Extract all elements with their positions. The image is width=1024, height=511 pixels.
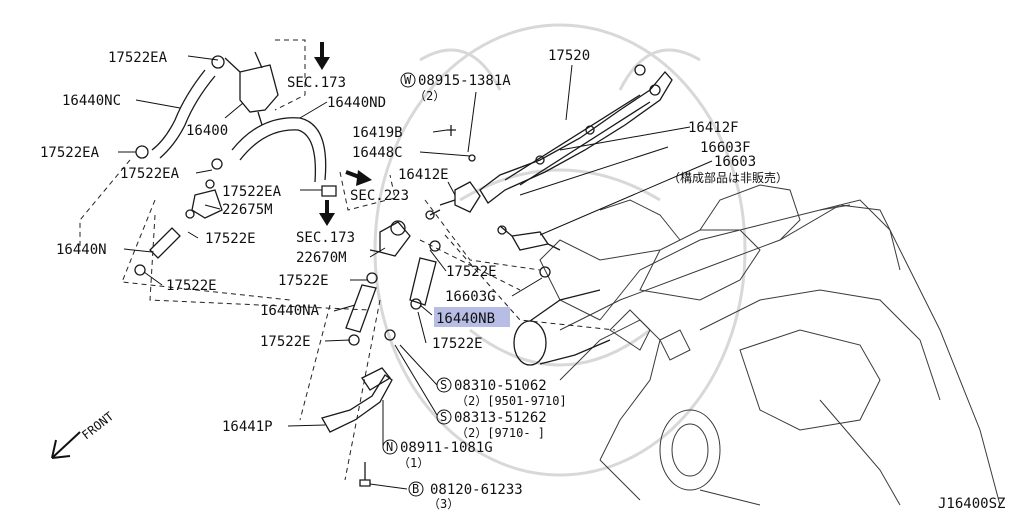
circle-letter-icon: S <box>436 409 452 425</box>
fuel-damper <box>185 179 223 219</box>
circle-letter-icon: B <box>408 481 424 497</box>
label-16603-note: （構成部品は非販売） <box>668 170 788 185</box>
label-17522e-6[interactable]: 17522E <box>432 336 483 352</box>
leader-lines <box>118 55 713 490</box>
circle-letter-icon: S <box>436 377 452 393</box>
label-17522ea-right[interactable]: 17522EA <box>222 184 282 200</box>
fastener-w-qty: （2） <box>414 89 445 103</box>
label-17522ea-left[interactable]: 17522EA <box>40 145 100 161</box>
assembly-dashed-outline <box>79 39 616 481</box>
hose-16440n <box>134 227 181 276</box>
label-16419b[interactable]: 16419B <box>352 125 403 141</box>
hose-16440nd <box>211 117 337 197</box>
bracket-16441p <box>321 329 396 433</box>
label-22670m[interactable]: 22670M <box>296 250 347 266</box>
fastener-b-qty: （3） <box>428 497 459 511</box>
label-16400[interactable]: 16400 <box>186 123 228 139</box>
label-16440n[interactable]: 16440N <box>56 242 107 258</box>
hose-16440nc <box>135 55 225 159</box>
label-16603g[interactable]: 16603G <box>445 289 496 305</box>
label-16440na[interactable]: 16440NA <box>260 303 320 319</box>
fastener-n-number[interactable]: 08911-1081G <box>400 440 493 456</box>
label-16440nc[interactable]: 16440NC <box>62 93 121 109</box>
label-17522e-3[interactable]: 17522E <box>278 273 329 289</box>
section-ref-sec173-mid[interactable]: SEC.173 <box>296 230 355 246</box>
circle-letter-icon: N <box>382 439 398 455</box>
intake-pipe <box>513 289 611 366</box>
front-arrow-icon <box>51 431 81 459</box>
fastener-n-qty: （1） <box>398 456 429 470</box>
fastener-w-number[interactable]: 08915-1381A <box>418 73 511 89</box>
label-17522ea-top[interactable]: 17522EA <box>108 50 168 66</box>
front-label: FRONT <box>79 409 116 442</box>
label-16412f[interactable]: 16412F <box>688 120 739 136</box>
label-17522e-1[interactable]: 17522E <box>205 231 256 247</box>
fastener-b-letter: B <box>412 482 419 496</box>
arrow-right-icon <box>345 170 372 186</box>
label-16440nd[interactable]: 16440ND <box>327 95 386 111</box>
label-17520[interactable]: 17520 <box>548 48 590 64</box>
fuel-rail-17520 <box>479 64 673 204</box>
label-17522e-2[interactable]: 17522E <box>166 278 217 294</box>
label-17522e-5[interactable]: 17522E <box>446 264 497 280</box>
fastener-s2-letter: S <box>440 410 447 424</box>
circle-letter-icon: W <box>400 72 416 88</box>
hose-16440nb <box>409 240 441 310</box>
label-17522e-4[interactable]: 17522E <box>260 334 311 350</box>
section-ref-sec173-top[interactable]: SEC.173 <box>287 75 346 91</box>
fastener-n-letter: N <box>386 440 393 454</box>
section-ref-sec223[interactable]: SEC.223 <box>350 188 409 204</box>
label-16412e[interactable]: 16412E <box>398 167 449 183</box>
arrow-down-icon <box>314 42 330 70</box>
label-16603[interactable]: 16603 <box>714 154 756 170</box>
fastener-s2-number[interactable]: 08313-51262 <box>454 410 547 426</box>
watermark-emblem <box>373 23 747 477</box>
diagram-code: J16400SZ <box>938 496 1005 511</box>
arrow-down-icon <box>319 200 335 226</box>
hose-16440na <box>345 272 378 346</box>
label-17522ea-mid[interactable]: 17522EA <box>120 166 180 182</box>
fastener-s1-letter: S <box>440 378 447 392</box>
pressure-regulator <box>425 181 481 220</box>
label-16440nb[interactable]: 16440NB <box>436 311 495 327</box>
label-16603f[interactable]: 16603F <box>700 140 751 156</box>
engine-block <box>539 184 1001 506</box>
label-16448c[interactable]: 16448C <box>352 145 403 161</box>
fastener-s1-qty: （2）[9501-9710] <box>456 394 567 408</box>
fastener-w-letter: W <box>404 73 412 87</box>
fastener-s2-qty: （2）[9710- ] <box>456 426 545 440</box>
fastener-s1-number[interactable]: 08310-51062 <box>454 378 547 394</box>
fastener-b-number[interactable]: 08120-61233 <box>430 482 523 498</box>
label-16441p[interactable]: 16441P <box>222 419 273 435</box>
fuel-filter <box>224 51 279 126</box>
highlight-16440nb <box>434 307 510 327</box>
bolt <box>359 462 371 487</box>
fuel-injector <box>497 225 561 278</box>
bolt-16419b <box>447 125 476 162</box>
label-22675m[interactable]: 22675M <box>222 202 273 218</box>
